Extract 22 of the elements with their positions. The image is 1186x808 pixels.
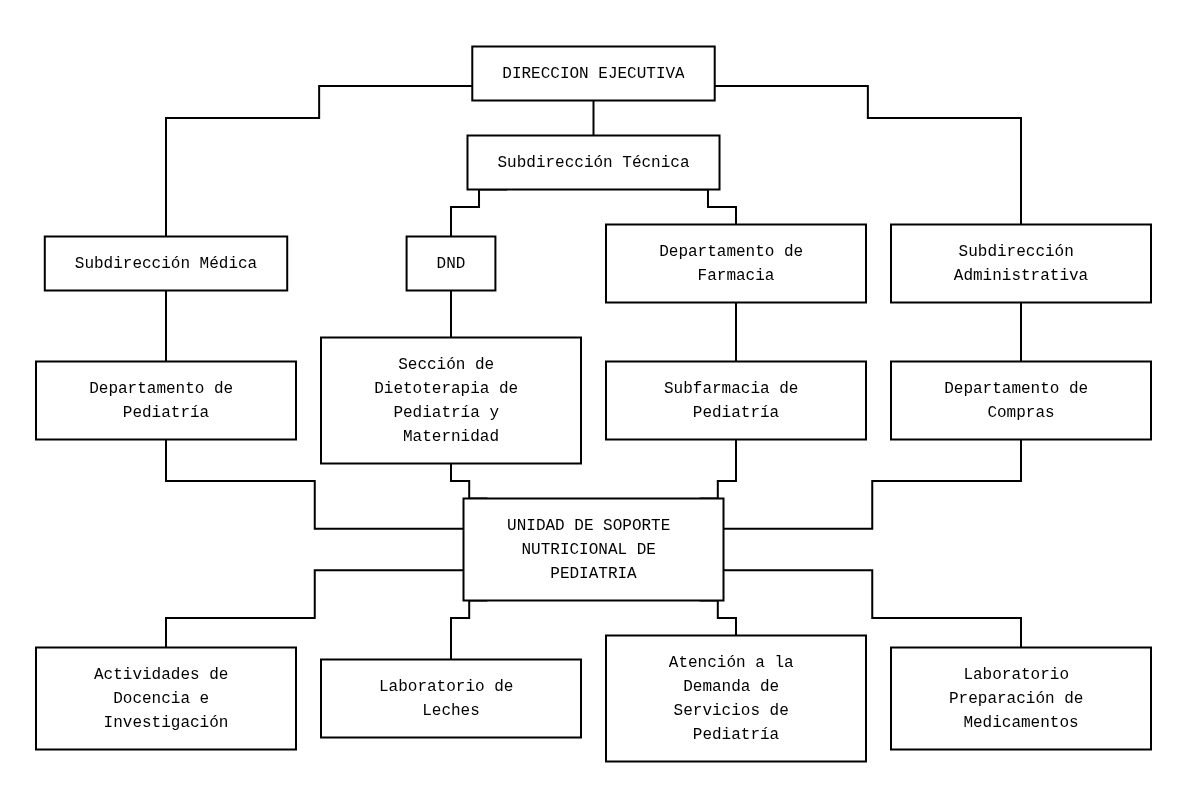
node-box: Departamento de Pediatría: [34, 360, 297, 441]
node-box: Subdirección Médica: [43, 235, 288, 292]
connector: [449, 289, 452, 339]
node-box: Subdirección Administrativa: [889, 223, 1152, 304]
node-box: DND: [405, 235, 496, 292]
node-box: DIRECCION EJECUTIVA: [470, 45, 716, 102]
node-box: Subfarmacia de Pediatría: [604, 360, 867, 441]
connector: [1019, 301, 1022, 363]
node-box: Subdirección Técnica: [466, 134, 720, 191]
connector: [164, 289, 167, 363]
connector: [164, 569, 464, 649]
node-box: Actividades de Docencia e Investigación: [34, 646, 297, 751]
node-box: Laboratorio Preparación de Medicamentos: [889, 646, 1152, 751]
node-box: Departamento de Farmacia: [604, 223, 867, 304]
node-box: UNIDAD DE SOPORTE NUTRICIONAL DE PEDIATRIA: [462, 497, 724, 602]
connector: [734, 301, 737, 363]
node-box: Sección de Dietoterapia de Pediatría y Maternidad: [319, 336, 582, 465]
connector: [592, 99, 594, 137]
node-box: Atención a la Demanda de Servicios de Pediatría: [604, 634, 867, 763]
node-box: Laboratorio de Leches: [319, 658, 582, 739]
connector: [164, 438, 464, 530]
node-box: Departamento de Compras: [889, 360, 1152, 441]
